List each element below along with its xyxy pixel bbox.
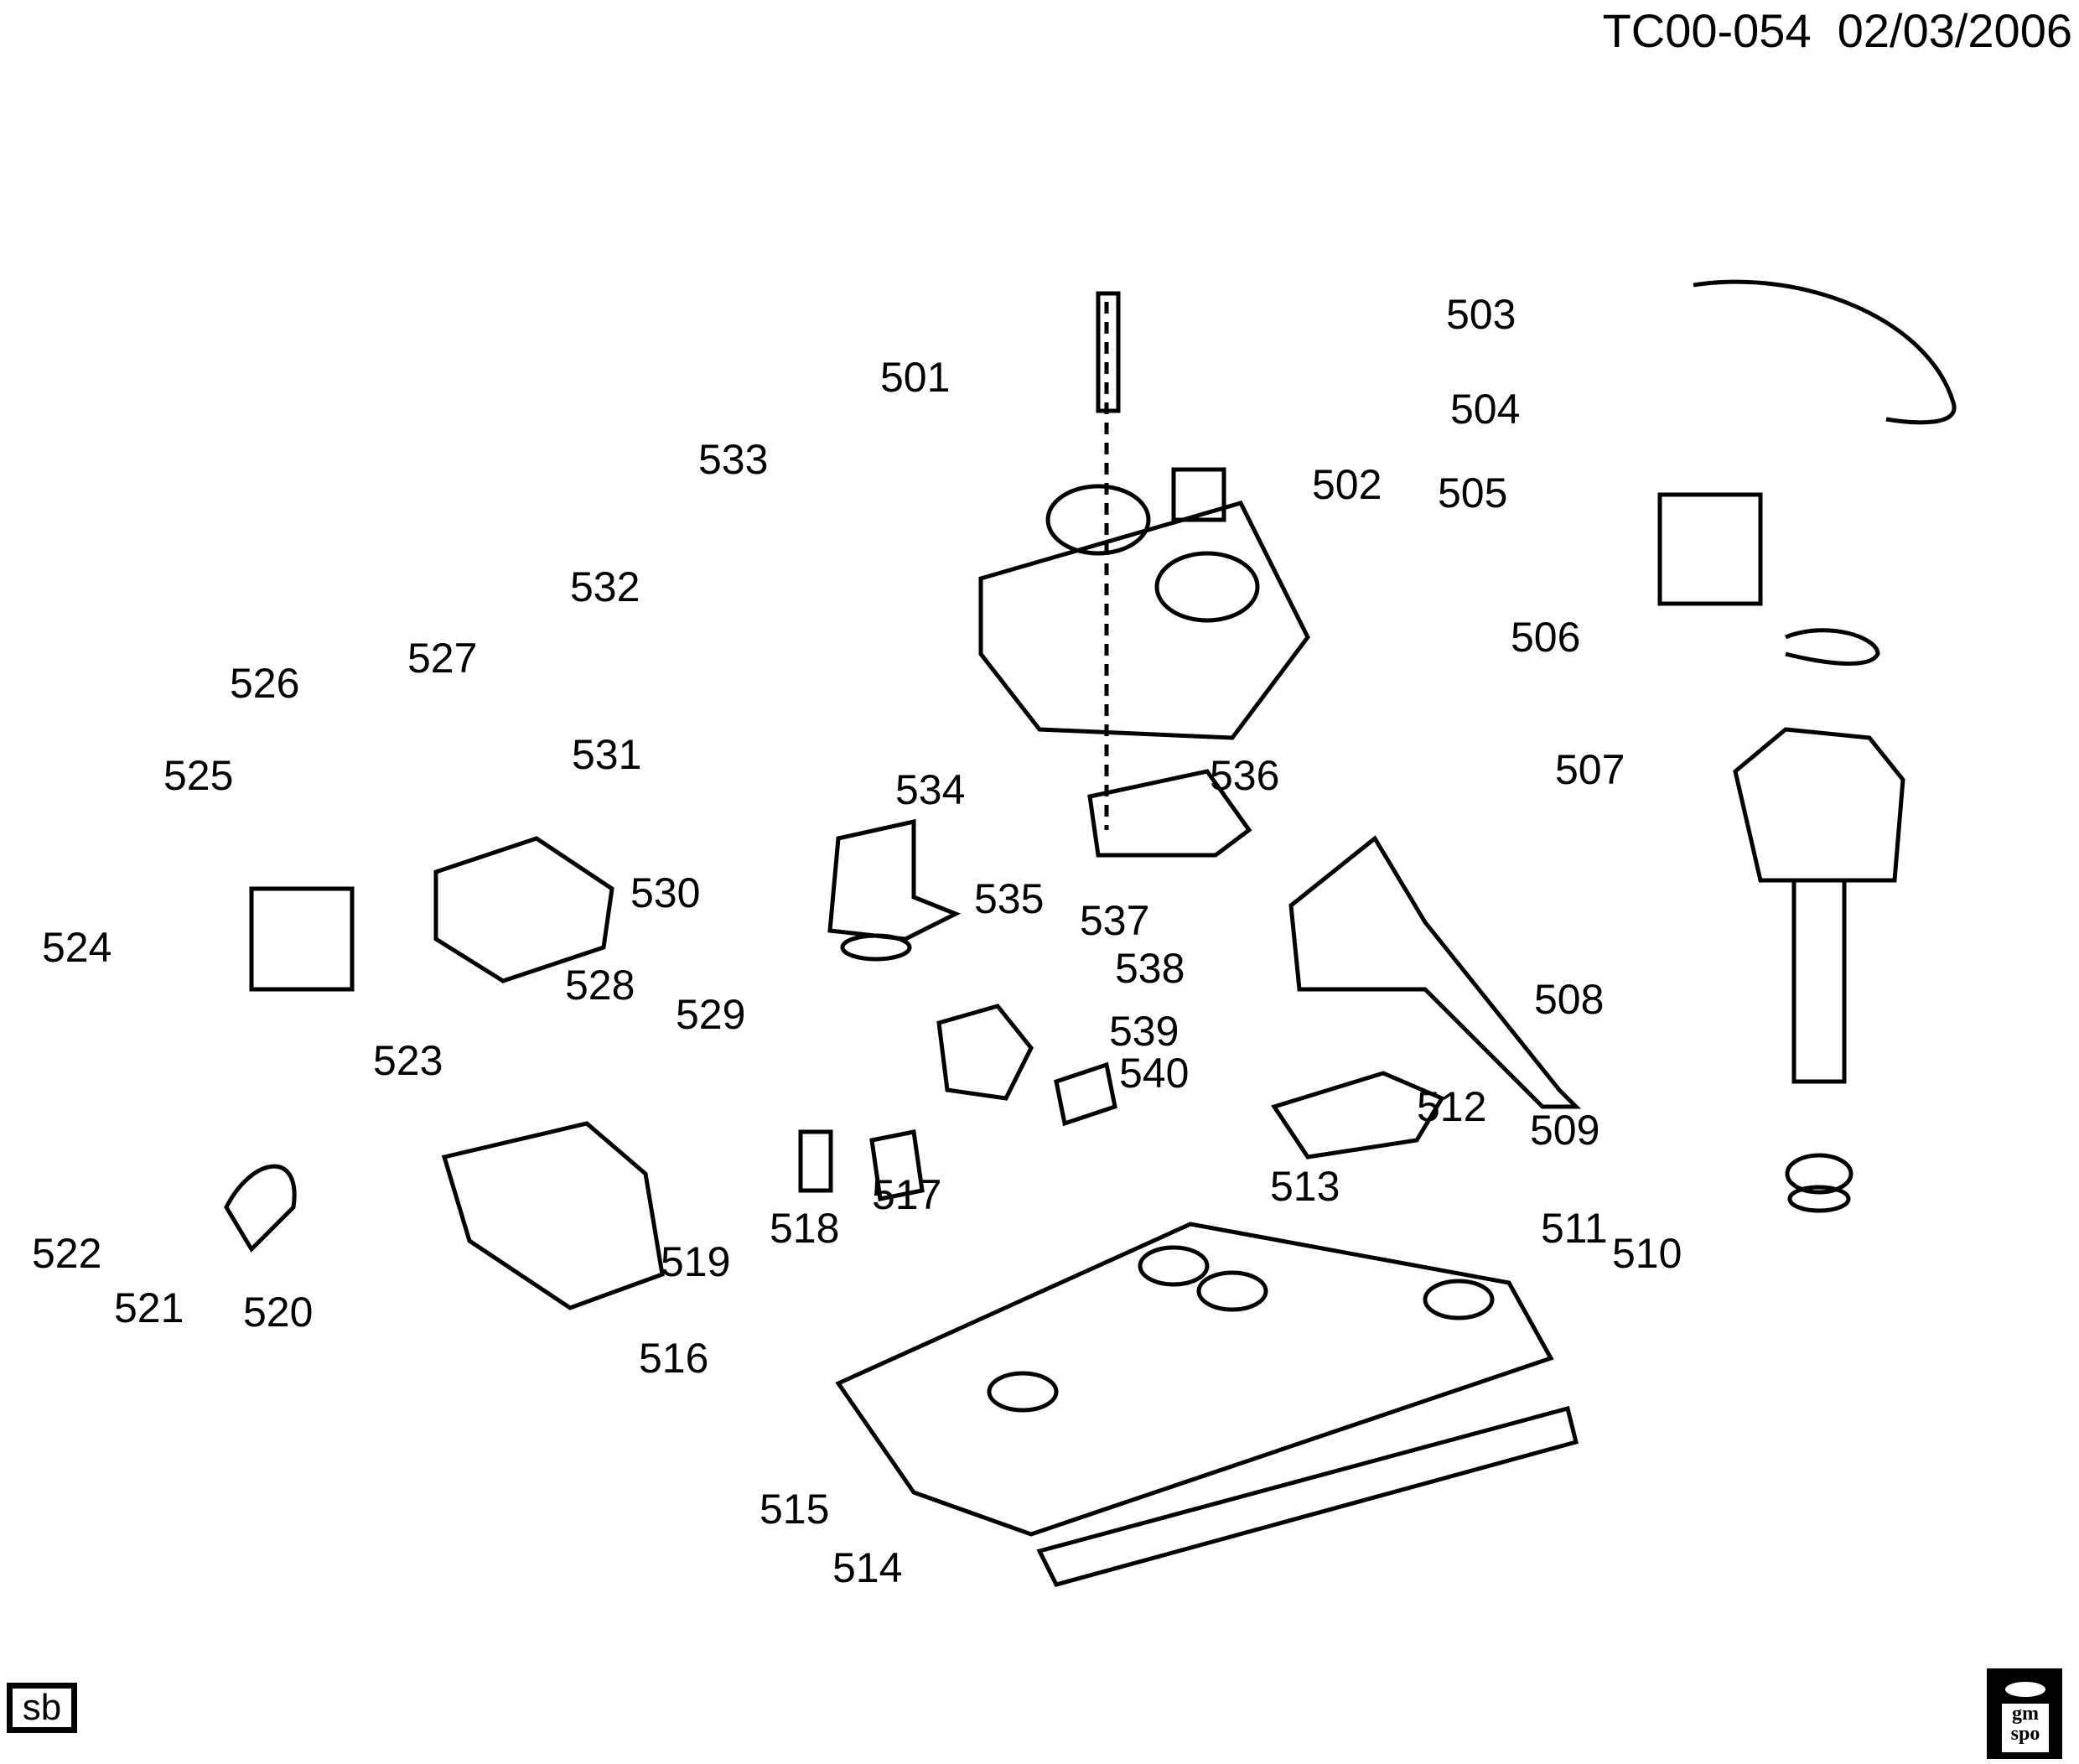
callout-524: 524 [42, 924, 112, 971]
throttle-body-part [978, 467, 1310, 740]
valve-529 [936, 1004, 1034, 1101]
gasket-539 [1054, 1061, 1117, 1127]
callout-533: 533 [698, 436, 769, 483]
coil-505 [1657, 492, 1763, 606]
callout-540: 540 [1119, 1050, 1190, 1097]
logo-line-2: spo [2010, 1723, 2040, 1745]
logo-oval [2005, 1682, 2045, 1697]
callout-529: 529 [676, 991, 746, 1038]
diagram-date: 02/03/2006 [1837, 4, 2072, 57]
callout-512: 512 [1417, 1083, 1487, 1130]
callout-537: 537 [1080, 897, 1150, 944]
callout-507: 507 [1555, 746, 1625, 793]
callout-528: 528 [565, 962, 635, 1009]
callout-504: 504 [1450, 386, 1521, 433]
callout-509: 509 [1530, 1107, 1600, 1154]
callout-520: 520 [243, 1289, 314, 1336]
callout-519: 519 [661, 1238, 731, 1285]
sensor-517 [869, 1129, 925, 1201]
gasket-514 [1036, 1405, 1579, 1587]
callout-527: 527 [407, 635, 478, 682]
callout-517: 517 [872, 1171, 942, 1218]
callout-515: 515 [760, 1486, 830, 1533]
callout-521: 521 [114, 1284, 184, 1331]
sb-badge-text: sb [22, 1687, 62, 1728]
bracket-523 [441, 1121, 665, 1310]
callout-525: 525 [163, 752, 234, 799]
diagram-header: TC00-054 02/03/2006 [1603, 3, 2072, 58]
callout-501: 501 [880, 354, 951, 401]
callout-538: 538 [1115, 945, 1185, 992]
callout-535: 535 [974, 875, 1045, 922]
callout-522: 522 [32, 1230, 102, 1277]
sb-badge: sb [7, 1683, 77, 1733]
bolt-501 [1096, 291, 1121, 413]
callout-518: 518 [770, 1205, 840, 1252]
module-528 [433, 836, 614, 983]
callout-510: 510 [1612, 1230, 1682, 1277]
bracket-537 [1288, 835, 1582, 1109]
callout-532: 532 [570, 563, 640, 610]
callout-508: 508 [1534, 976, 1605, 1023]
logo-line-1: gm [2012, 1703, 2039, 1725]
gasket-530 [840, 933, 912, 962]
callout-506: 506 [1511, 614, 1581, 661]
callout-511: 511 [1541, 1205, 1608, 1252]
bracket-521 [224, 1164, 297, 1253]
callout-523: 523 [373, 1037, 443, 1084]
callout-516: 516 [639, 1335, 709, 1382]
callout-514: 514 [832, 1544, 903, 1591]
callout-534: 534 [895, 766, 966, 813]
callout-531: 531 [572, 731, 642, 778]
diagram-code: TC00-054 [1602, 4, 1812, 57]
callout-539: 539 [1109, 1008, 1179, 1055]
water-outlet-535 [827, 818, 962, 942]
distributor-507 [1733, 727, 1905, 1213]
wire-harness-503 [1693, 279, 1957, 425]
callout-536: 536 [1210, 752, 1280, 799]
intake-manifold-515 [835, 1222, 1554, 1537]
callout-513: 513 [1270, 1163, 1340, 1210]
callout-526: 526 [230, 660, 300, 707]
seal-510 [1785, 1153, 1853, 1195]
module-525 [249, 886, 355, 992]
gasket-534 [1087, 769, 1252, 858]
bracket-512 [1271, 1071, 1445, 1160]
callout-502: 502 [1312, 461, 1382, 508]
callout-530: 530 [630, 869, 701, 916]
callout-505: 505 [1438, 470, 1508, 516]
fitting-518 [798, 1129, 833, 1193]
connector-506 [1785, 628, 1880, 667]
callout-503: 503 [1446, 291, 1516, 338]
